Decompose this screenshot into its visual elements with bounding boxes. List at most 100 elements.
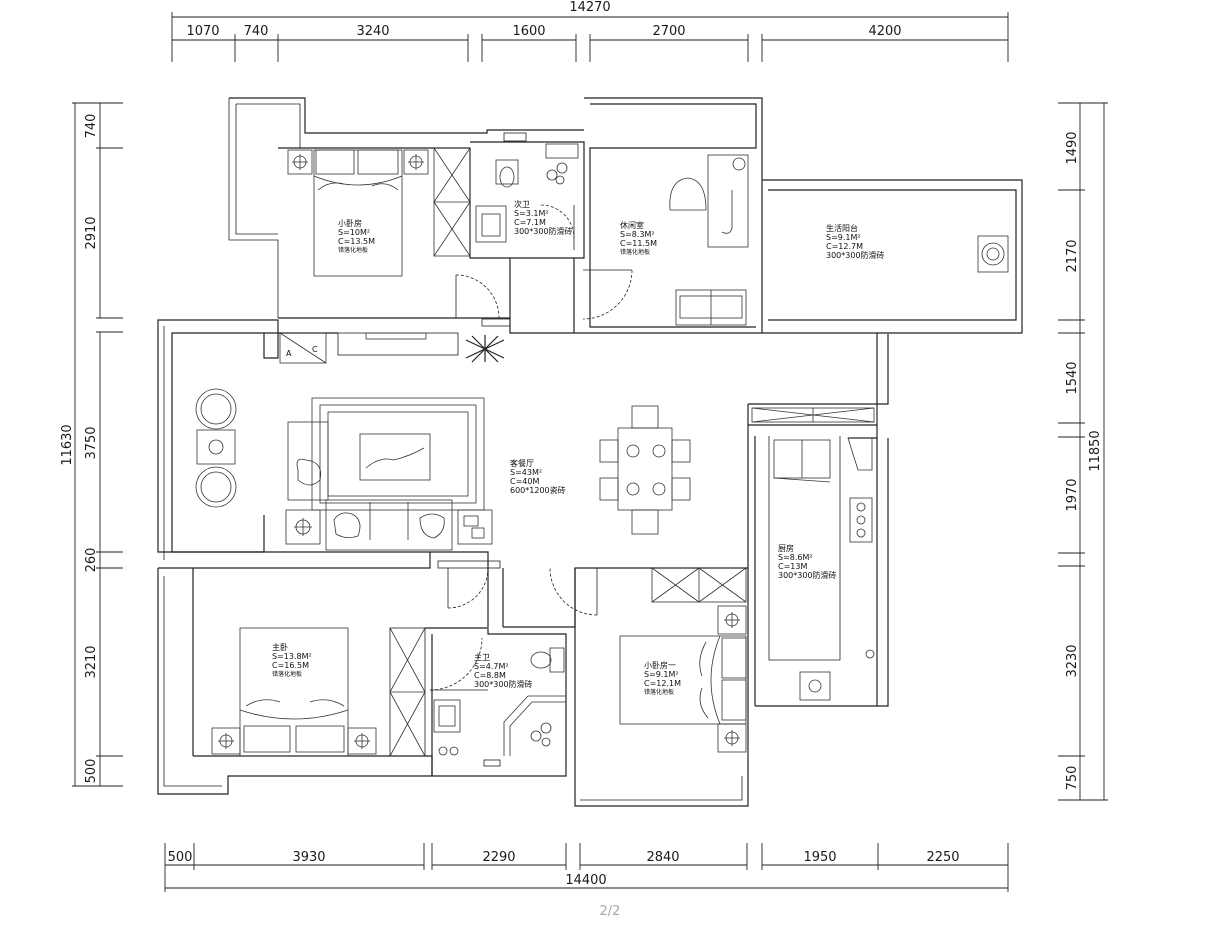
svg-text:C=8.8M: C=8.8M	[474, 671, 506, 680]
svg-text:S=13.8M²: S=13.8M²	[272, 652, 312, 661]
svg-text:C=7.1M: C=7.1M	[514, 218, 546, 227]
bottom-dimension-lines	[164, 843, 1009, 892]
room-label-leisure: 休闲室 S=8.3M² C=11.5M 错落化地板	[620, 220, 657, 256]
svg-text:S=4.7M²: S=4.7M²	[474, 662, 509, 671]
ac-label-a: A	[286, 349, 292, 358]
washing-machine	[977, 235, 1009, 273]
main-sofa	[325, 499, 453, 551]
air-conditioner-unit: A C	[279, 332, 327, 364]
room-label-master-bath: 主卫 S=4.7M² C=8.8M 300*300防滑砖	[474, 652, 533, 689]
dim-right-4: 1970	[1065, 478, 1080, 511]
dim-right-3: 1540	[1065, 361, 1080, 394]
kitchen-upper-cabinets	[751, 407, 875, 423]
kitchen-counter-top	[847, 437, 873, 471]
svg-text:C=13M: C=13M	[778, 562, 807, 571]
desk-leisure	[707, 154, 749, 248]
wardrobe-master-cross	[389, 627, 426, 757]
dim-right-5: 3230	[1065, 644, 1080, 677]
ceiling-fan-icon	[465, 335, 505, 363]
svg-text:C=11.5M: C=11.5M	[620, 239, 657, 248]
dim-bottom-3: 2290	[482, 850, 515, 865]
svg-text:休闲室: 休闲室	[620, 220, 644, 230]
svg-text:S=8.3M²: S=8.3M²	[620, 230, 655, 239]
dining-table	[599, 405, 691, 535]
stove-burners	[849, 497, 873, 543]
room-label-living-dining: 客餐厅 S=43M² C=40M 600*1200瓷砖	[510, 458, 566, 495]
nightstand-lamps-master	[211, 727, 377, 755]
dim-top-1: 1070	[186, 24, 219, 39]
svg-text:错落化地板: 错落化地板	[620, 248, 650, 256]
kitchen-sink	[799, 649, 875, 701]
top-dimension-lines	[171, 12, 1009, 62]
end-table-left	[285, 509, 321, 545]
dim-top-2: 740	[244, 24, 269, 39]
window-markers	[437, 132, 527, 767]
svg-text:S=3.1M²: S=3.1M²	[514, 209, 549, 218]
svg-text:主卧: 主卧	[272, 642, 288, 652]
dim-left-6: 500	[84, 759, 99, 784]
doors	[429, 204, 749, 691]
dim-right-1: 1490	[1065, 131, 1080, 164]
svg-text:小卧房: 小卧房	[338, 218, 362, 228]
svg-text:错落化地板: 错落化地板	[644, 688, 674, 696]
bed-master	[239, 627, 349, 757]
dim-left-total: 11630	[60, 424, 75, 465]
svg-text:生活阳台: 生活阳台	[826, 223, 858, 233]
tv-cabinet	[365, 332, 427, 340]
left-dimension-lines	[72, 102, 123, 787]
svg-text:C=13.5M: C=13.5M	[338, 237, 375, 246]
dim-bottom-1: 500	[168, 850, 193, 865]
dim-top-total: 14270	[569, 0, 610, 15]
room-label-secondary-bath: 次卫 S=3.1M² C=7.1M 300*300防滑砖	[514, 199, 573, 236]
dim-right-6: 750	[1065, 766, 1080, 791]
sink-secondary-bath	[475, 205, 507, 243]
svg-text:600*1200瓷砖: 600*1200瓷砖	[510, 485, 566, 495]
dim-left-3: 3750	[84, 426, 99, 459]
svg-text:次卫: 次卫	[514, 199, 530, 209]
wardrobe-top	[433, 147, 471, 257]
wardrobe-bedroom-one	[651, 567, 747, 603]
svg-text:300*300防滑砖: 300*300防滑砖	[474, 679, 533, 689]
shower-secondary-bath	[545, 143, 579, 185]
room-label-small-bedroom: 小卧房 S=10M² C=13.5M 错落化地板	[338, 218, 375, 254]
svg-text:S=10M²: S=10M²	[338, 228, 370, 237]
room-label-bedroom-one: 小卧房一 S=9.1M² C=12.1M 错落化地板	[644, 660, 681, 696]
svg-text:厨房: 厨房	[778, 543, 794, 553]
dim-left-4: 260	[84, 548, 99, 573]
coffee-table	[359, 433, 431, 481]
svg-text:300*300防滑砖: 300*300防滑砖	[778, 570, 837, 580]
sink-master-bath	[433, 699, 461, 756]
dim-bottom-4: 2840	[646, 850, 679, 865]
sofa-leisure	[675, 289, 747, 326]
svg-text:S=9.1M²: S=9.1M²	[644, 670, 679, 679]
chair-leisure	[669, 177, 707, 211]
living-rug	[311, 397, 485, 511]
svg-text:错落化地板: 错落化地板	[272, 670, 302, 678]
refrigerator	[773, 439, 831, 483]
svg-text:S=9.1M²: S=9.1M²	[826, 233, 861, 242]
room-label-kitchen: 厨房 S=8.6M² C=13M 300*300防滑砖	[778, 543, 837, 580]
bed-small-bedroom	[313, 149, 403, 277]
svg-text:C=12.7M: C=12.7M	[826, 242, 863, 251]
svg-text:C=12.1M: C=12.1M	[644, 679, 681, 688]
toilet-secondary-bath	[495, 159, 519, 188]
dim-top-3: 3240	[356, 24, 389, 39]
dim-left-5: 3210	[84, 645, 99, 678]
end-table-right	[457, 509, 493, 545]
svg-text:S=8.6M²: S=8.6M²	[778, 553, 813, 562]
shower-master-bath	[503, 695, 566, 756]
room-label-utility-balcony: 生活阳台 S=9.1M² C=12.7M 300*300防滑砖	[826, 223, 885, 260]
svg-text:S=43M²: S=43M²	[510, 468, 542, 477]
dim-bottom-6: 2250	[926, 850, 959, 865]
right-dimension-lines	[1058, 102, 1108, 801]
ac-label-c: C	[312, 345, 318, 354]
dim-bottom-5: 1950	[803, 850, 836, 865]
toilet-master-bath	[530, 647, 565, 673]
page-indicator: 2/2	[599, 904, 621, 919]
room-label-master-bedroom: 主卧 S=13.8M² C=16.5M 错落化地板	[272, 642, 312, 678]
dim-top-4: 1600	[512, 24, 545, 39]
dim-top-5: 2700	[652, 24, 685, 39]
nightstand-lamps-top	[287, 149, 429, 175]
